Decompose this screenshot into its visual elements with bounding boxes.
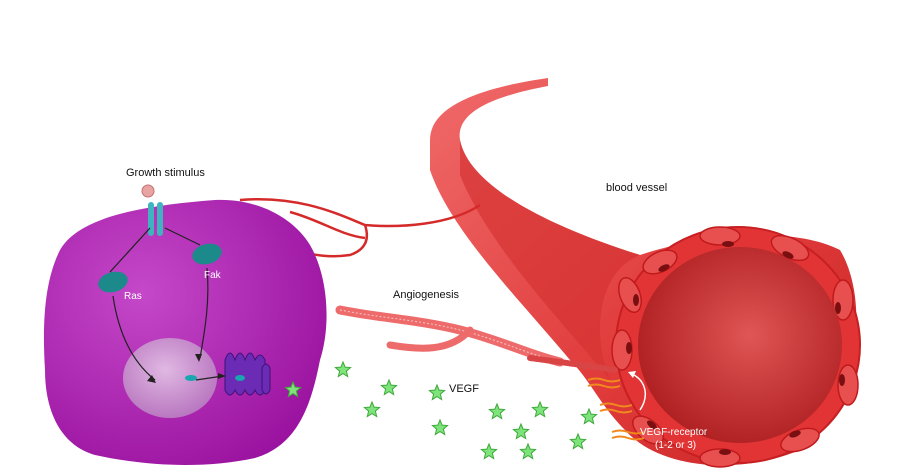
label-growth-stimulus: Growth stimulus [126,167,205,179]
label-vegf-receptor: VEGF-receptor [640,427,708,438]
vegf-star [480,442,498,460]
growth-receptor [148,202,163,236]
vegf-star [380,378,398,396]
sprout-lower [386,326,474,352]
golgi-vesicle [235,375,245,381]
vegf-star [431,418,449,436]
vegf-star [519,442,537,460]
vegf-star [363,400,381,418]
vegf-star [512,422,530,440]
label-vegf: VEGF [449,383,479,395]
tumor-cell [43,199,327,466]
vegf-molecules [284,360,598,460]
ras-protein [98,271,128,293]
vegf-star [580,407,598,425]
vessel-shadow [460,140,640,380]
label-blood-vessel: blood vessel [606,182,667,194]
golgi-apparatus [224,352,271,396]
label-angiogenesis: Angiogenesis [393,289,460,301]
vegf-receptors [587,377,645,441]
blood-vessel [430,78,861,468]
endothelial-nuclei [626,241,845,455]
fak-protein [192,243,222,265]
vegf-star [334,360,352,378]
vegf-star [569,432,587,450]
vegf-star [488,402,506,420]
vegf-star [531,400,549,418]
nucleus [123,338,217,418]
cell-body [43,199,327,466]
vegf-star [428,383,446,401]
label-vegf-receptor-types: (1-2 or 3) [655,440,696,451]
label-fak: Fak [204,270,222,281]
sprout-upper [335,305,565,367]
arrow-heads [147,354,226,383]
label-ras: Ras [124,291,142,302]
vessel-lumen [638,247,842,443]
signal-arrowhead-white [628,371,636,378]
angiogenesis-sprout [335,305,618,373]
nucleus-transcription-factor [185,375,197,381]
sprout-base [527,355,618,373]
endothelial-cells [611,226,859,468]
growth-stimulus-ligand [141,184,155,198]
signaling-arrows [109,227,224,381]
signal-arrow-white [631,373,647,411]
vegf-star [284,380,302,398]
